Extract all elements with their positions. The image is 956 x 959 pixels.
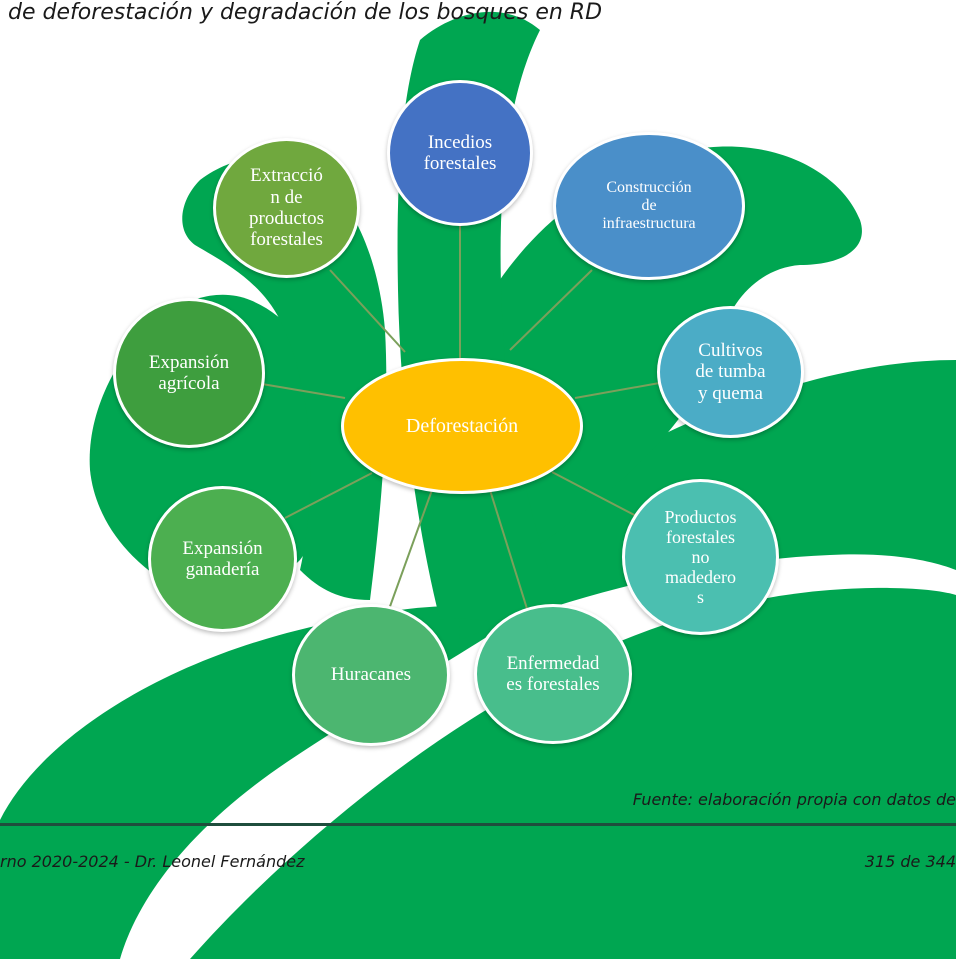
node-incendios: Incedios forestales — [387, 80, 533, 226]
node-agricola-label: Expansión agrícola — [148, 351, 230, 394]
node-extraccion: Extracció n de productos forestales — [213, 138, 360, 278]
connector-enfermedades — [489, 489, 529, 613]
node-agricola: Expansión agrícola — [113, 298, 265, 448]
footer-left-text: rno 2020-2024 - Dr. Leonel Fernández — [0, 852, 305, 871]
figure-heading: de deforestación y degradación de los bo… — [8, 0, 603, 25]
node-cultivos-label: Cultivos de tumba y quema — [695, 340, 766, 404]
source-note: Fuente: elaboración propia con datos de — [632, 790, 956, 809]
node-ganaderia: Expansión ganadería — [148, 486, 297, 632]
node-productos-label: Productos forestales no madedero s — [664, 506, 737, 608]
footer-rule — [0, 823, 956, 826]
connector-ganaderia — [284, 472, 373, 519]
node-huracanes: Huracanes — [292, 604, 450, 746]
node-center-label: Deforestación — [405, 414, 519, 437]
page-number: 315 de 344 — [864, 852, 956, 871]
node-cultivos: Cultivos de tumba y quema — [657, 306, 804, 438]
node-enfermedades-label: Enfermedad es forestales — [506, 652, 600, 695]
node-enfermedades: Enfermedad es forestales — [474, 604, 632, 744]
node-incendios-label: Incedios forestales — [423, 131, 497, 174]
connector-productos — [551, 471, 641, 519]
node-huracanes-label: Huracanes — [330, 664, 412, 686]
connector-construccion — [509, 269, 593, 351]
connector-huracanes — [387, 489, 433, 613]
connector-cultivos — [574, 381, 666, 399]
node-ganaderia-label: Expansión ganadería — [182, 537, 263, 580]
node-construccion-label: Construcción de infraestructura — [602, 179, 696, 232]
node-extraccion-label: Extracció n de productos forestales — [249, 165, 324, 251]
node-center-deforestacion: Deforestación — [341, 358, 583, 494]
connector-extraccion — [329, 269, 406, 353]
node-productos-no-madereros: Productos forestales no madedero s — [622, 479, 779, 635]
node-construccion: Construcción de infraestructura — [553, 132, 745, 280]
connector-agricola — [261, 383, 346, 399]
